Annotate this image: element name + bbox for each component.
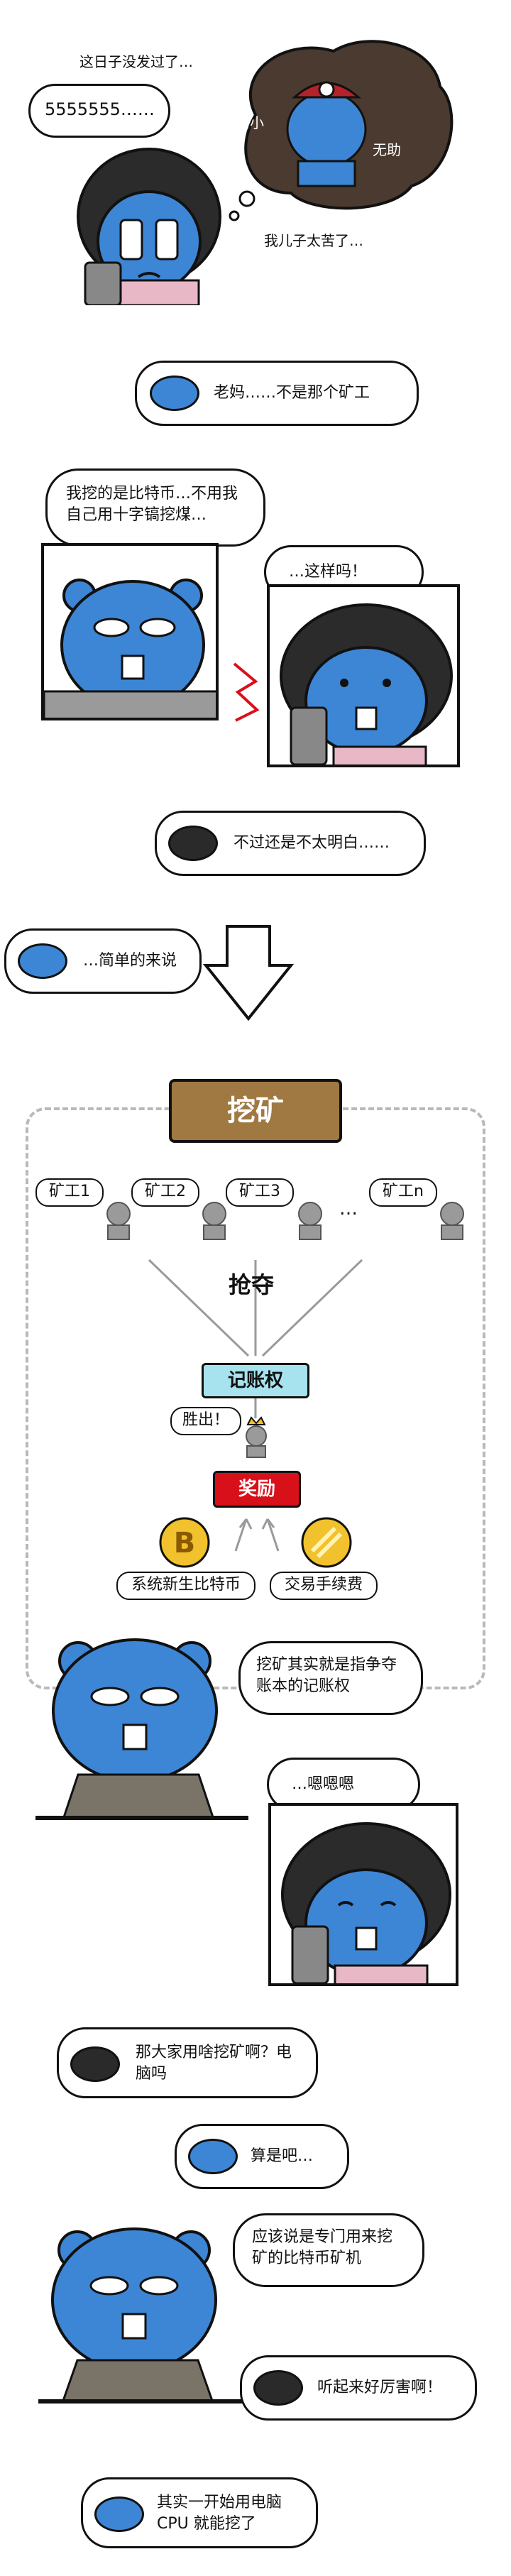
mom-character-nodding: [281, 1822, 451, 1983]
miner-figure-icon-2: [202, 1202, 226, 1240]
speech-text-crying: 5555555……: [45, 99, 155, 119]
son-avatar-icon: [150, 376, 199, 411]
son-avatar-icon-2: [18, 943, 67, 979]
miners-ellipsis: …: [339, 1198, 358, 1220]
mom-avatar-icon: [168, 826, 218, 861]
fee-coin-icon: [301, 1517, 352, 1568]
mom-avatar-icon-2: [70, 2046, 120, 2082]
arrows-to-reward: [234, 1518, 280, 1552]
miner-label-n: 矿工n: [369, 1178, 437, 1207]
big-down-arrow-icon: [202, 925, 295, 1021]
speech-bubble-crying: 5555555……: [28, 84, 170, 138]
bubble-cpu-start: 其实一开始用电脑CPU 就能挖了: [81, 2477, 318, 2548]
bubble-bitcoin-explain: 我挖的是比特币…不用我自己用十字镐挖煤…: [45, 468, 265, 547]
text-sounds-powerful: 听起来好厉害啊！: [317, 2379, 443, 2396]
bubble-not-that-miner: 老妈……不是那个矿工: [135, 361, 419, 426]
ledger-right-box: 记账权: [202, 1363, 309, 1398]
winner-miner-icon: [246, 1416, 267, 1458]
bubble-sounds-powerful: 听起来好厉害啊！: [240, 2355, 477, 2421]
reward-box: 奖励: [213, 1471, 301, 1508]
miner-figure-icon-1: [106, 1202, 131, 1240]
reward-text: 奖励: [238, 1479, 275, 1500]
panel-mom-nodding: [268, 1803, 458, 1986]
mom-character-surprised: [280, 603, 453, 764]
winner-label: 胜出！: [170, 1407, 241, 1435]
text-mining-meaning: 挖矿其实就是指争夺账本的记账权: [256, 1656, 397, 1695]
shock-mark-icon: [233, 662, 260, 722]
text-is-that-so: …这样吗！: [289, 563, 368, 581]
bubble-simply-put: …简单的来说: [4, 928, 202, 994]
text-hmm: …嗯嗯嗯: [292, 1775, 355, 1793]
diagram-title-banner: 挖矿: [169, 1079, 342, 1143]
miner-figure-icon-n: [440, 1202, 464, 1240]
thought-label-helpless: 无助: [373, 141, 401, 158]
text-bitcoin-explain: 我挖的是比特币…不用我自己用十字镐挖煤…: [66, 485, 238, 524]
ledger-right-text: 记账权: [227, 1370, 283, 1391]
panel-son-explaining: [41, 543, 219, 720]
son-character: [44, 579, 216, 718]
arrow-ledger-to-winner: [254, 1398, 257, 1418]
text-still-confused: 不过还是不太明白……: [233, 834, 390, 852]
son-avatar-icon-4: [94, 2496, 144, 2532]
miner-label-3: 矿工3: [226, 1178, 294, 1207]
svg-text:B: B: [174, 1527, 196, 1560]
mom-avatar-icon-3: [253, 2370, 303, 2406]
panel-mom-surprised: [267, 584, 460, 767]
miner-figure-icon-3: [298, 1202, 322, 1240]
bubble-still-confused: 不过还是不太明白……: [155, 811, 426, 876]
reward-source-new-bitcoin: 系统新生比特币: [116, 1572, 256, 1600]
bubble-dedicated-rig: 应该说是专门用来挖矿的比特币矿机: [233, 2213, 424, 2287]
thought-bubble-cloud: [229, 40, 454, 221]
reward-source-fee: 交易手续费: [270, 1572, 378, 1600]
text-dedicated-rig: 应该说是专门用来挖矿的比特币矿机: [252, 2228, 393, 2267]
text-what-machine: 那大家用啥挖矿啊？电脑吗: [136, 2044, 292, 2083]
diagram-title: 挖矿: [227, 1095, 284, 1127]
miner-label-1: 矿工1: [35, 1178, 104, 1207]
caption-top: 这日子没发过了…: [79, 53, 193, 70]
text-simply-put: …简单的来说: [83, 952, 177, 970]
text-not-that-miner: 老妈……不是那个矿工: [214, 384, 370, 402]
text-kind-of: 算是吧…: [251, 2147, 314, 2165]
son-character-rig: [38, 2227, 251, 2404]
bitcoin-coin-icon: B: [159, 1517, 210, 1568]
son-character-laptop: [35, 1638, 248, 1820]
son-avatar-icon-3: [188, 2139, 238, 2174]
mom-character-crying: [77, 148, 221, 305]
bubble-kind-of: 算是吧…: [175, 2124, 349, 2189]
text-cpu-start: 其实一开始用电脑CPU 就能挖了: [157, 2494, 282, 2533]
caption-bottom: 我儿子太苦了…: [264, 232, 363, 249]
thought-label-weak: 弱小: [236, 114, 264, 131]
miner-label-2: 矿工2: [131, 1178, 199, 1207]
arrows-to-ledger: [148, 1259, 363, 1357]
compete-label: 抢夺: [229, 1271, 275, 1298]
bubble-what-machine: 那大家用啥挖矿啊？电脑吗: [57, 2027, 318, 2098]
bubble-mining-meaning: 挖矿其实就是指争夺账本的记账权: [238, 1641, 423, 1715]
